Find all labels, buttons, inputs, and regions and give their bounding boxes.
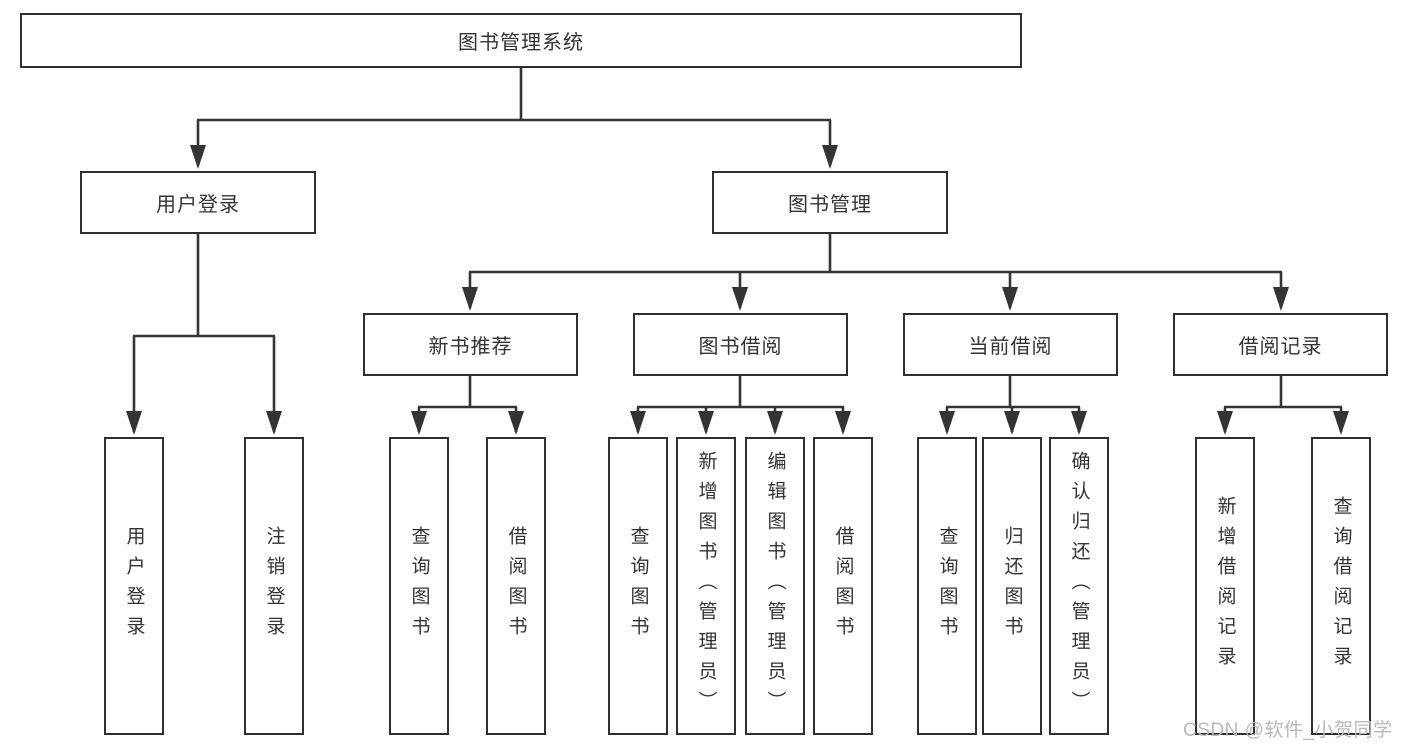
leaf-edit-book-admin: 编辑图书（管理员） bbox=[745, 437, 805, 735]
node-borrowing-records: 借阅记录 bbox=[1173, 313, 1388, 376]
arrowhead-icon bbox=[1071, 411, 1087, 435]
arrowhead-icon bbox=[508, 411, 524, 435]
node-new-book-recommendation: 新书推荐 bbox=[363, 313, 578, 376]
node-current-borrowing: 当前借阅 bbox=[903, 313, 1118, 376]
leaf-logout: 注销登录 bbox=[244, 437, 304, 735]
arrowhead-icon bbox=[1004, 411, 1020, 435]
arrowhead-icon bbox=[462, 287, 478, 311]
arrowhead-icon bbox=[411, 411, 427, 435]
arrowhead-icon bbox=[767, 411, 783, 435]
leaf-confirm-return-admin: 确认归还（管理员） bbox=[1049, 437, 1109, 735]
csdn-watermark: CSDN @软件_小贺同学 bbox=[1183, 720, 1393, 741]
leaf-borrow-book-recommend: 借阅图书 bbox=[486, 437, 546, 735]
arrowhead-icon bbox=[630, 411, 646, 435]
arrowhead-icon bbox=[266, 411, 282, 435]
arrowhead-icon bbox=[939, 411, 955, 435]
arrowhead-icon bbox=[822, 145, 838, 169]
arrowhead-icon bbox=[1273, 287, 1289, 311]
connector-path bbox=[132, 68, 1343, 432]
arrowhead-icon bbox=[1002, 287, 1018, 311]
node-book-management: 图书管理 bbox=[712, 171, 948, 234]
arrowhead-icon bbox=[835, 411, 851, 435]
leaf-query-book-current: 查询图书 bbox=[917, 437, 977, 735]
node-book-borrowing: 图书借阅 bbox=[633, 313, 848, 376]
arrowhead-icon bbox=[190, 145, 206, 169]
leaf-query-book-recommend: 查询图书 bbox=[389, 437, 449, 735]
arrowhead-icon bbox=[1333, 411, 1349, 435]
arrowhead-icon bbox=[1217, 411, 1233, 435]
leaf-query-book-borrow: 查询图书 bbox=[608, 437, 668, 735]
leaf-add-borrow-record: 新增借阅记录 bbox=[1195, 437, 1255, 735]
node-library-management-system: 图书管理系统 bbox=[20, 13, 1022, 68]
leaf-user-login: 用户登录 bbox=[104, 437, 164, 735]
arrowhead-icon bbox=[732, 287, 748, 311]
leaf-query-borrow-record: 查询借阅记录 bbox=[1311, 437, 1371, 735]
leaf-add-book-admin: 新增图书（管理员） bbox=[676, 437, 736, 735]
arrowheads bbox=[126, 145, 1349, 435]
leaf-borrow-book: 借阅图书 bbox=[813, 437, 873, 735]
leaf-return-book: 归还图书 bbox=[982, 437, 1042, 735]
tree-connectors bbox=[132, 68, 1343, 432]
node-user-login: 用户登录 bbox=[80, 171, 316, 234]
arrowhead-icon bbox=[126, 411, 142, 435]
arrowhead-icon bbox=[698, 411, 714, 435]
